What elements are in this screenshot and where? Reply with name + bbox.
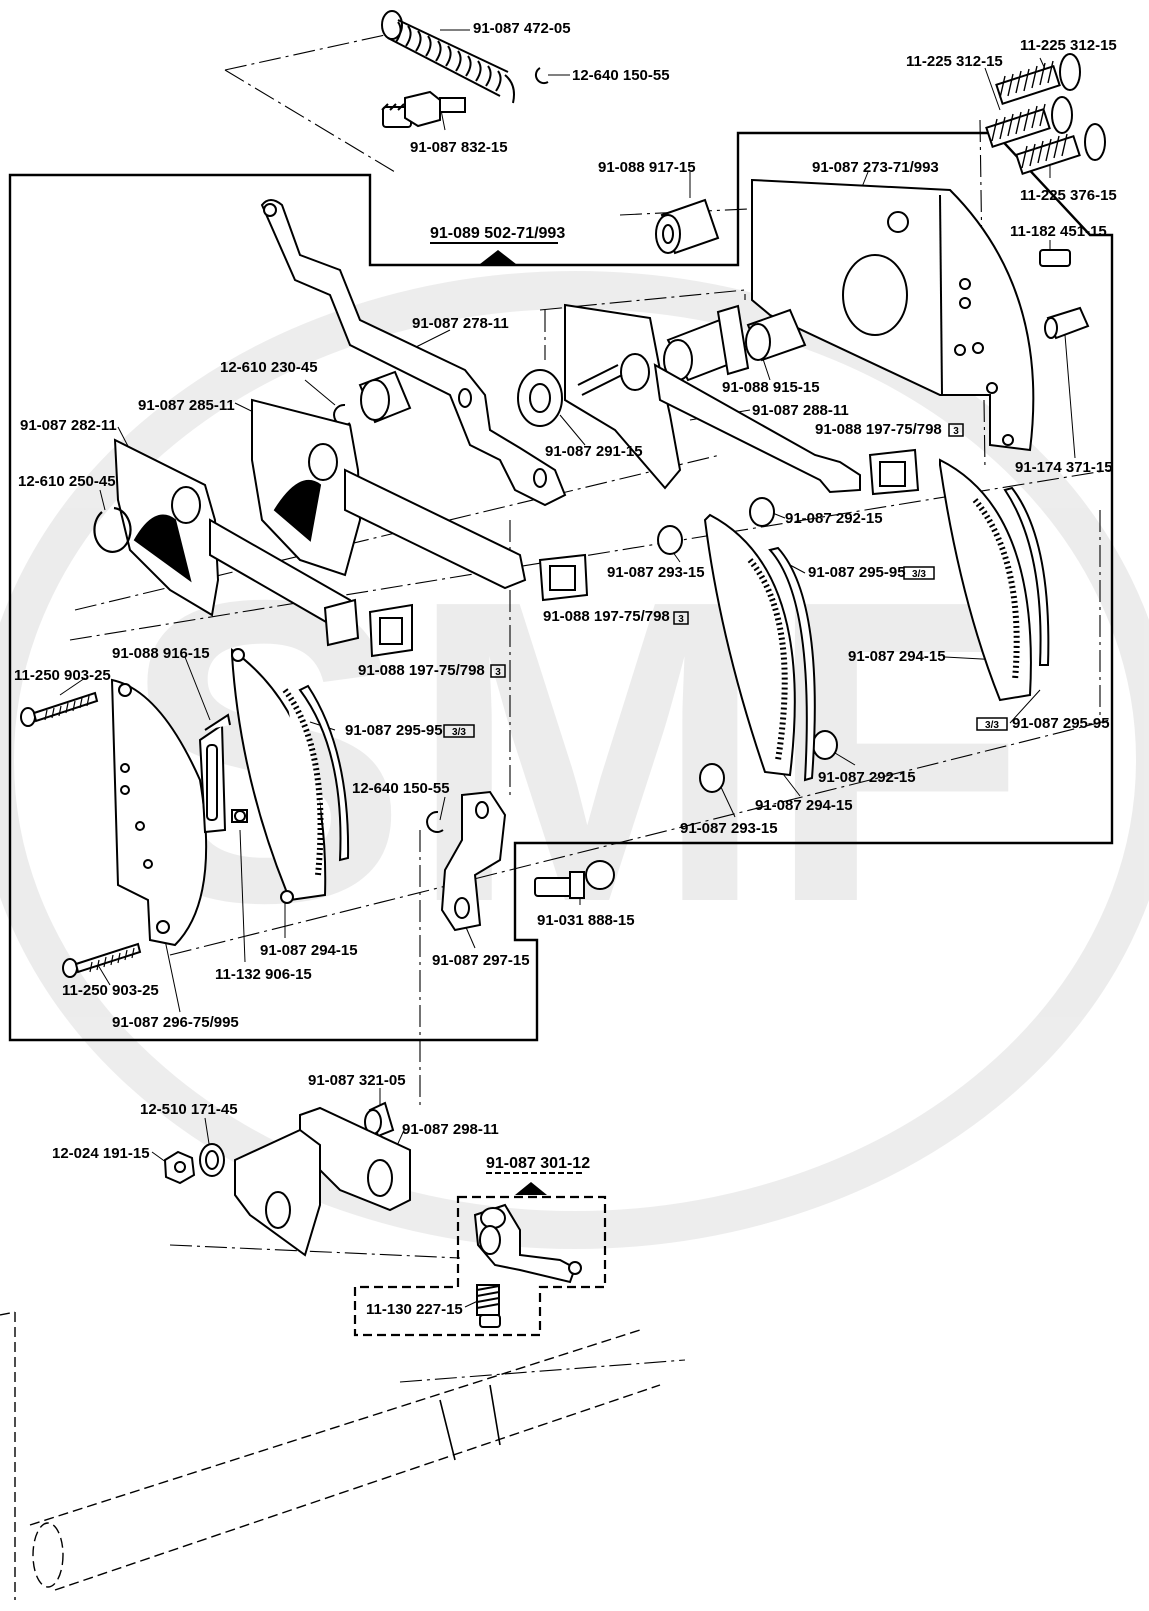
center-lines <box>69 34 1111 1383</box>
svg-text:3: 3 <box>678 614 684 625</box>
ubracket-part <box>234 1106 411 1257</box>
label-screw-a: 11-225 312-15 <box>1020 37 1117 54</box>
badge-slide-right: 3 <box>948 423 964 437</box>
label-sleeve: 91-088 917-15 <box>598 159 696 176</box>
label-cam-left: 91-087 282-11 <box>20 417 117 434</box>
badge-scale-left: 3/3 <box>443 724 475 738</box>
label-eclip-top: 12-640 150-55 <box>572 67 670 84</box>
sub-assembly-marker <box>486 1172 582 1195</box>
main-assembly-marker <box>430 242 558 264</box>
label-assembly-main: 91-089 502-71/993 <box>430 225 565 242</box>
shaft-part <box>0 1311 661 1600</box>
label-stud-mid: 91-088 915-15 <box>722 379 820 396</box>
label-spring: 91-087 472-05 <box>473 20 571 37</box>
label-setscrew: 11-130 227-15 <box>366 1301 463 1318</box>
sleeve-part <box>655 198 720 255</box>
spring-part <box>381 10 515 104</box>
clip-left-part <box>198 713 231 834</box>
label-slide-left: 91-088 197-75/798 <box>358 662 485 679</box>
gear-left-part <box>231 648 350 904</box>
label-gear-left: 91-087 294-15 <box>260 942 358 959</box>
label-plate: 91-087 273-71/993 <box>812 159 939 176</box>
label-spacer-a: 91-087 292-15 <box>785 510 883 527</box>
label-eclip-left: 12-610 230-45 <box>220 359 318 376</box>
label-assembly-sub: 91-087 301-12 <box>486 1155 590 1172</box>
cam-left-part <box>113 438 357 632</box>
label-spacer-b: 91-087 293-15 <box>607 564 705 581</box>
label-bracket: 91-087 297-15 <box>432 952 530 969</box>
label-stud-top: 91-087 832-15 <box>410 139 508 156</box>
label-plate-left: 91-087 296-75/995 <box>112 1014 239 1031</box>
badge-slide-left: 3 <box>490 664 506 678</box>
screw-threads <box>991 60 1068 169</box>
pin-left-part <box>231 809 248 823</box>
eclip-top-part <box>534 67 549 85</box>
label-washer-lock: 12-510 171-45 <box>140 1101 238 1118</box>
label-ubracket: 91-087 298-11 <box>402 1121 499 1138</box>
label-screw-small: 11-182 451-15 <box>1010 223 1107 240</box>
label-scale-right: 91-087 295-95 <box>1012 715 1110 732</box>
spacers <box>657 497 838 793</box>
screws-top-right <box>985 53 1106 176</box>
arm-sub-part <box>473 1203 582 1328</box>
label-screw-left-top: 11-250 903-25 <box>14 667 111 684</box>
gear-mid-part <box>703 513 816 782</box>
back-plate-part <box>751 178 1035 452</box>
label-ring-left: 12-610 250-45 <box>18 473 116 490</box>
sub-assembly-outline <box>353 1195 607 1337</box>
label-bushing: 91-087 321-05 <box>308 1072 406 1089</box>
badge-scale-right: 3/3 <box>976 717 1008 731</box>
bushing-washer-mid <box>358 369 563 427</box>
label-spacer-c: 91-087 292-15 <box>818 769 916 786</box>
label-screw-b: 11-225 312-15 <box>906 53 1003 70</box>
cam-mid-part <box>251 398 527 590</box>
svg-text:3: 3 <box>495 667 501 678</box>
bracket-part <box>440 790 507 932</box>
standoff-parts <box>1039 249 1090 340</box>
cam-right-part <box>564 303 861 494</box>
label-slide-right: 91-088 197-75/798 <box>815 421 942 438</box>
label-ball-stud: 91-031 888-15 <box>537 912 635 929</box>
label-slide-mid: 91-088 197-75/798 <box>543 608 670 625</box>
part-labels: 91-089 502-71/993 91-087 301-12 91-087 4… <box>14 20 1117 1318</box>
label-scale-mid: 91-087 295-95 <box>808 564 906 581</box>
stud-top-part <box>381 90 466 128</box>
shaft-collar <box>439 1384 501 1461</box>
stud-mid-part <box>663 304 807 382</box>
bushing-lower-part <box>364 1101 395 1138</box>
label-standoff: 91-174 371-15 <box>1015 459 1113 476</box>
label-gear-right: 91-087 294-15 <box>848 648 946 665</box>
svg-text:3/3: 3/3 <box>985 720 999 731</box>
gear-right-part <box>939 458 1050 702</box>
label-scale-left: 91-087 295-95 <box>345 722 443 739</box>
long-screw-threads <box>44 695 135 973</box>
eclip-mid-part <box>426 810 444 833</box>
label-cam-mid: 91-087 285-11 <box>138 397 235 414</box>
label-eclip-mid: 12-640 150-55 <box>352 780 450 797</box>
label-gear-mid: 91-087 294-15 <box>755 797 853 814</box>
nut-washer-part <box>163 1143 225 1185</box>
main-assembly-outline <box>8 131 1114 1042</box>
badge-scale-mid: 3/3 <box>903 566 935 580</box>
label-clip-left: 91-088 916-15 <box>112 645 210 662</box>
qty-badges: 3 3/3 3 3 3/3 3/3 <box>443 423 1008 738</box>
ring-left-part <box>93 506 132 553</box>
svg-text:3/3: 3/3 <box>452 727 466 738</box>
label-lever-top: 91-087 278-11 <box>412 315 509 332</box>
label-screw-c: 11-225 376-15 <box>1020 187 1117 204</box>
badge-slide-mid: 3 <box>673 611 689 625</box>
label-nut: 12-024 191-15 <box>52 1145 150 1162</box>
label-spacer-d: 91-087 293-15 <box>680 820 778 837</box>
label-washer-mid: 91-087 291-15 <box>545 443 643 460</box>
label-cam-right: 91-087 288-11 <box>752 402 849 419</box>
ball-stud-part <box>534 860 615 899</box>
label-screw-left-bot: 11-250 903-25 <box>62 982 159 999</box>
label-pin-left: 11-132 906-15 <box>215 966 312 983</box>
slide-blocks <box>323 448 920 658</box>
svg-text:3: 3 <box>953 426 959 437</box>
top-lever-part <box>260 199 567 507</box>
svg-text:3/3: 3/3 <box>912 569 926 580</box>
